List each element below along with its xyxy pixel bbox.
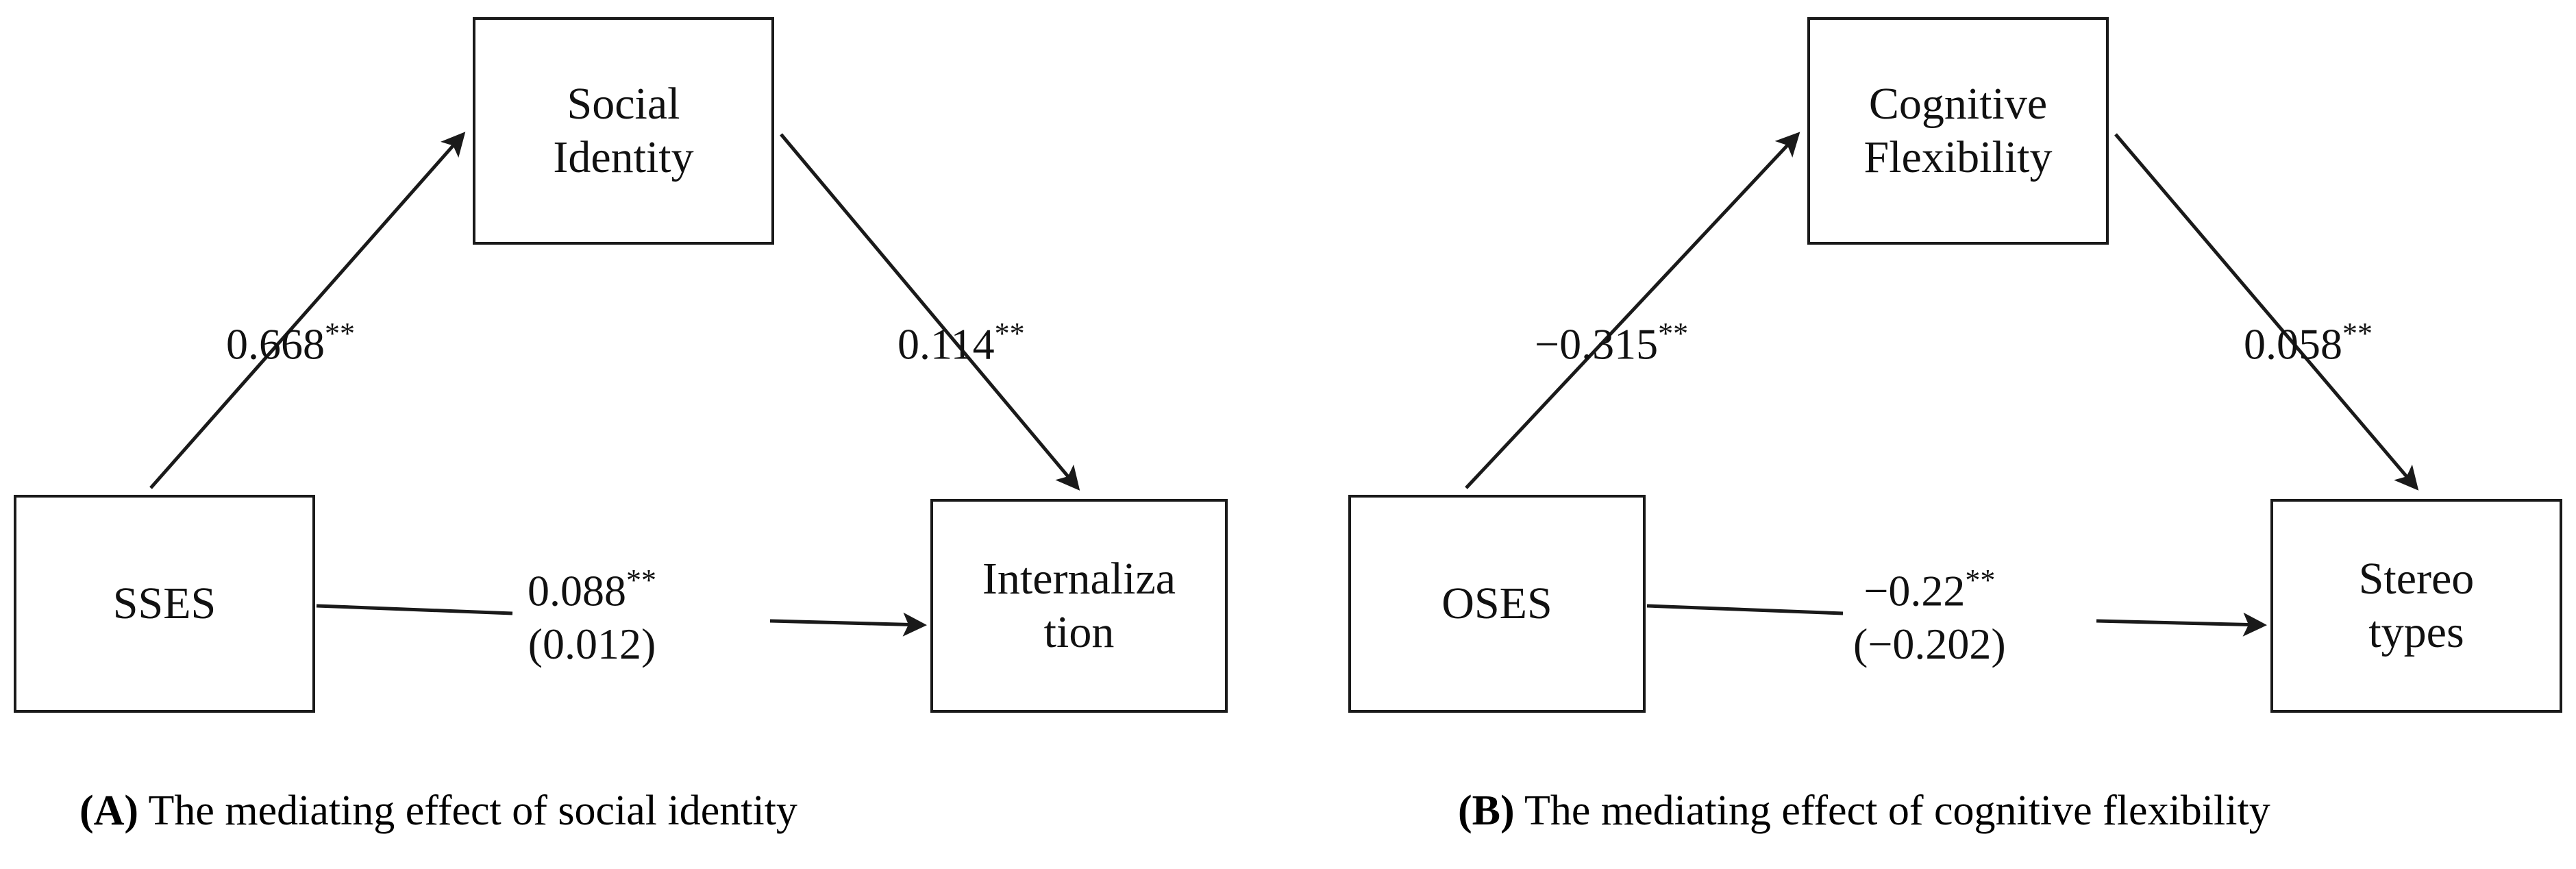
caption-text: The mediating effect of social identity — [138, 787, 797, 834]
significance-stars: ** — [994, 317, 1025, 350]
significance-stars: ** — [1658, 317, 1689, 350]
coefficient-a-path-panel-a: 0.668** — [226, 315, 355, 371]
coefficient-value: −0.315 — [1535, 319, 1659, 369]
significance-stars: ** — [325, 317, 355, 350]
coefficient-parenthetical: (0.012) — [528, 620, 656, 669]
significance-stars: ** — [626, 563, 656, 597]
arrow-social-identity-to-internalization — [780, 133, 1080, 491]
coefficient-value: −0.22 — [1863, 566, 1966, 615]
coefficient-value: 0.058 — [2244, 319, 2342, 369]
arrow-oses-to-cognitive-flexibility — [1465, 132, 1800, 489]
coefficient-direct-path-panel-a: 0.088** (0.012) — [528, 562, 656, 671]
arrow-oses-to-stereotypes — [2096, 612, 2267, 637]
coefficient-value: 0.668 — [226, 319, 325, 369]
significance-stars: ** — [1965, 563, 1996, 597]
significance-stars: ** — [2342, 317, 2373, 350]
caption-text: The mediating effect of cognitive flexib… — [1514, 787, 2270, 834]
caption-panel-a: (A) The mediating effect of social ident… — [79, 787, 797, 835]
arrow-oses-to-stereotypes-stub — [1646, 604, 1844, 615]
coefficient-value: 0.088 — [528, 566, 626, 615]
coefficient-b-path-panel-b: 0.058** — [2244, 315, 2373, 371]
node-social-identity: Social Identity — [473, 17, 774, 245]
arrow-cognitive-flexibility-to-stereotypes — [2114, 133, 2419, 491]
node-stereotypes: Stereo types — [2270, 499, 2562, 713]
caption-label: (B) — [1458, 787, 1515, 834]
arrow-sses-to-internalization-stub — [316, 604, 513, 615]
coefficient-direct-path-panel-b: −0.22** (−0.202) — [1853, 562, 2006, 671]
node-oses: OSES — [1348, 495, 1646, 713]
arrow-sses-to-internalization — [769, 612, 927, 637]
arrow-sses-to-social-identity — [149, 132, 466, 489]
caption-panel-b: (B) The mediating effect of cognitive fl… — [1458, 787, 2270, 835]
node-internalization: Internaliza tion — [930, 499, 1228, 713]
node-sses: SSES — [14, 495, 315, 713]
node-cognitive-flexibility: Cognitive Flexibility — [1807, 17, 2109, 245]
coefficient-a-path-panel-b: −0.315** — [1535, 315, 1688, 371]
coefficient-b-path-panel-a: 0.114** — [897, 315, 1025, 371]
coefficient-parenthetical: (−0.202) — [1853, 620, 2006, 669]
caption-label: (A) — [79, 787, 139, 834]
coefficient-value: 0.114 — [897, 319, 995, 369]
